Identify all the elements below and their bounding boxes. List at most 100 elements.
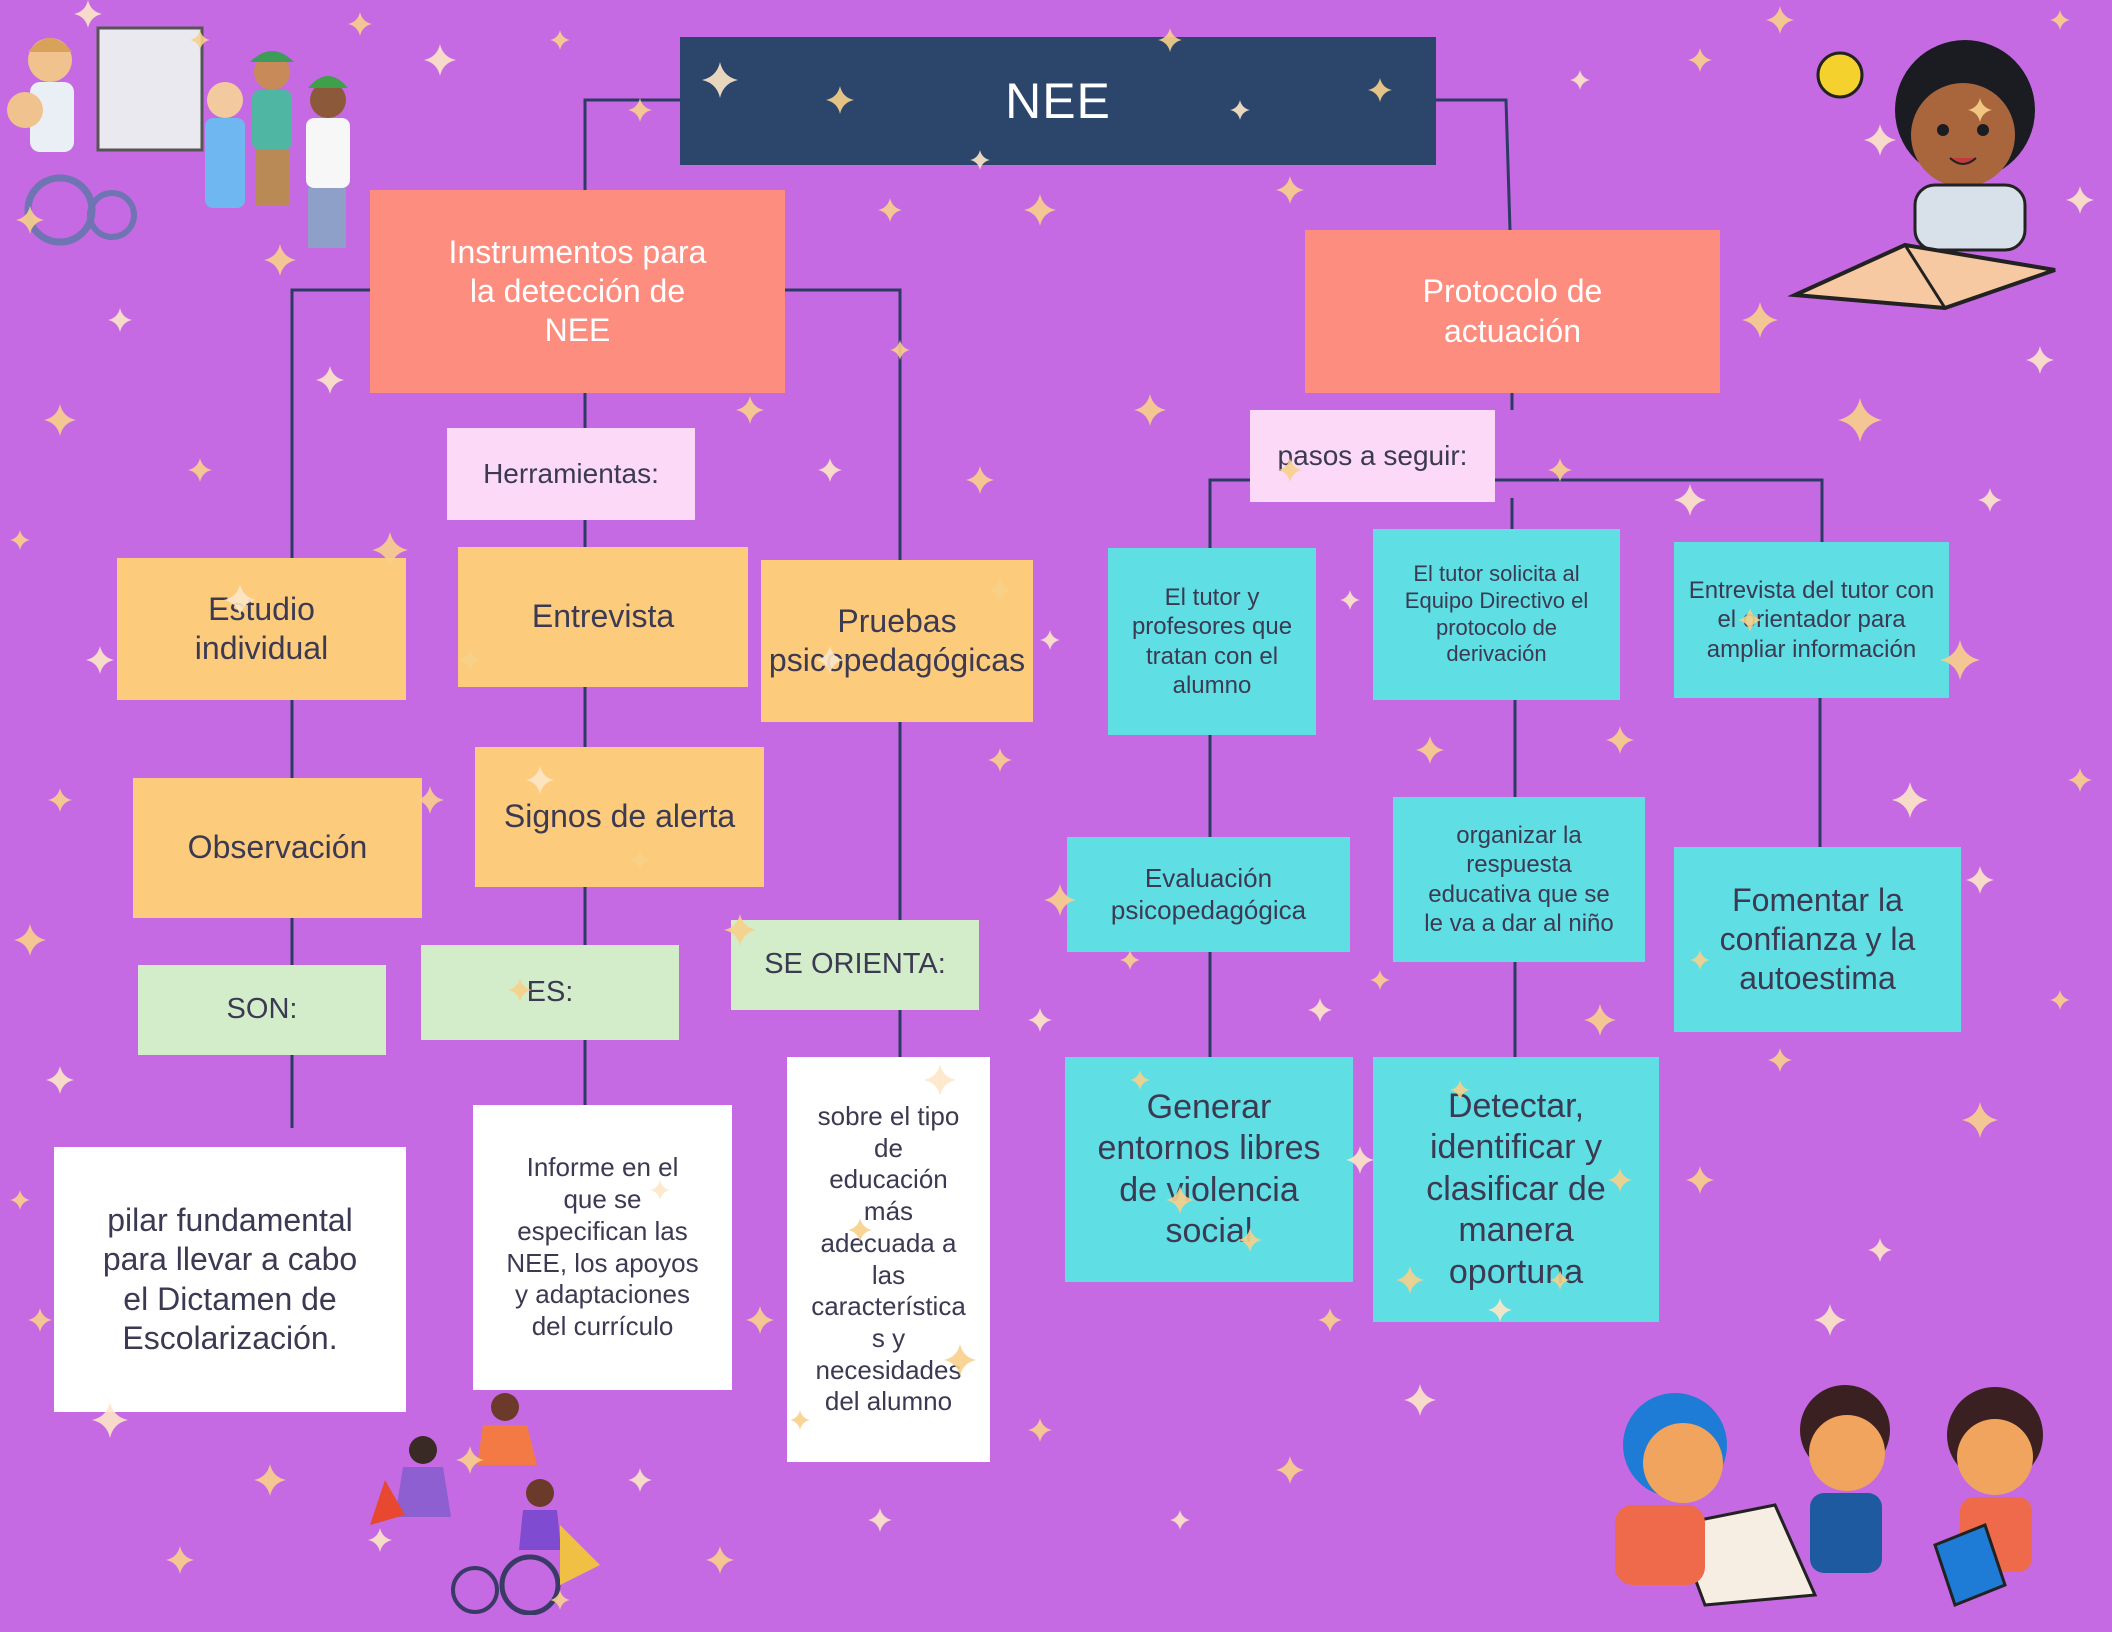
- sparkle-icon: [16, 206, 44, 234]
- sparkle-icon: [1738, 608, 1762, 632]
- sparkle-icon: [526, 766, 554, 794]
- sparkle-icon: [706, 1546, 734, 1574]
- sparkle-icon: [1868, 1238, 1892, 1262]
- sparkle-icon: [2026, 346, 2054, 374]
- girl-idea-reading-illustration: [1787, 40, 2056, 310]
- node-se-orienta-text: sobre el tipo de educación más adecuada …: [787, 1057, 990, 1462]
- sparkle-icon: [1550, 1270, 1570, 1290]
- sparkle-icon: [1130, 1070, 1150, 1090]
- sparkle-icon: [1940, 640, 1980, 680]
- label-son: SON:: [138, 965, 386, 1055]
- sparkle-icon: [254, 1464, 286, 1496]
- sparkle-icon: [1966, 866, 1994, 894]
- sparkle-icon: [924, 1064, 956, 1096]
- sparkle-icon: [86, 646, 114, 674]
- sparkle-icon: [1962, 1102, 1998, 1138]
- sparkle-icon: [1892, 782, 1928, 818]
- sparkle-icon: [1276, 176, 1304, 204]
- sparkle-icon: [1170, 1510, 1190, 1530]
- sparkle-icon: [816, 646, 844, 674]
- node-observacion: Observación: [133, 778, 422, 918]
- sparkle-icon: [1570, 70, 1590, 90]
- sparkle-icon: [826, 86, 854, 114]
- sparkle-icon: [988, 578, 1012, 602]
- sparkle-icon: [966, 466, 994, 494]
- sparkle-icon: [1024, 194, 1056, 226]
- sparkle-icon: [1276, 1456, 1304, 1484]
- sparkle-icon: [348, 12, 372, 36]
- sparkle-icon: [1368, 78, 1392, 102]
- sparkle-icon: [1230, 100, 1250, 120]
- sparkle-icon: [1278, 458, 1302, 482]
- node-evaluacion: Evaluación psicopedagógica: [1067, 837, 1350, 952]
- sparkle-icon: [736, 396, 764, 424]
- sparkle-icon: [368, 1528, 392, 1552]
- sparkle-icon: [1238, 1228, 1262, 1252]
- sparkle-icon: [550, 1590, 570, 1610]
- sparkle-icon: [1766, 6, 1794, 34]
- node-tutor-solicita: El tutor solicita al Equipo Directivo el…: [1373, 529, 1620, 700]
- kids-reading-illustration: [1615, 1385, 2043, 1607]
- label-pasos: pasos a seguir:: [1250, 410, 1495, 502]
- sparkle-icon: [1742, 302, 1778, 338]
- sparkle-icon: [1166, 1186, 1194, 1214]
- sparkle-icon: [1814, 1304, 1846, 1336]
- sparkle-icon: [14, 924, 46, 956]
- sparkle-icon: [1404, 1384, 1436, 1416]
- sparkle-icon: [456, 1446, 484, 1474]
- node-signos-alerta: Signos de alerta: [475, 747, 764, 887]
- sparkle-icon: [1158, 28, 1182, 52]
- sparkle-icon: [1370, 970, 1390, 990]
- sparkle-icon: [628, 1468, 652, 1492]
- sparkle-icon: [1028, 1008, 1052, 1032]
- node-instrumentos: Instrumentos para la detección de NEE: [370, 190, 785, 393]
- sparkle-icon: [2050, 990, 2070, 1010]
- sparkle-icon: [48, 788, 72, 812]
- children-classroom-illustration: [7, 26, 350, 248]
- sparkle-icon: [2050, 10, 2070, 30]
- sparkle-icon: [628, 98, 652, 122]
- sparkle-icon: [264, 244, 296, 276]
- sparkle-icon: [1606, 726, 1634, 754]
- sparkle-icon: [1346, 1146, 1374, 1174]
- node-es-text: Informe en el que se especifican las NEE…: [473, 1105, 732, 1390]
- sparkle-icon: [2066, 186, 2094, 214]
- sparkle-icon: [746, 1306, 774, 1334]
- sparkle-icon: [188, 458, 212, 482]
- diagram-title: NEE: [680, 37, 1436, 165]
- sparkle-icon: [1450, 1080, 1470, 1100]
- sparkle-icon: [508, 978, 532, 1002]
- sparkle-icon: [878, 198, 902, 222]
- sparkle-icon: [166, 1546, 194, 1574]
- sparkle-icon: [1690, 950, 1710, 970]
- sparkle-icon: [224, 584, 256, 616]
- node-protocolo: Protocolo de actuación: [1305, 230, 1720, 393]
- node-pruebas: Pruebas psicopedagógicas: [761, 560, 1033, 722]
- sparkle-icon: [74, 0, 102, 28]
- sparkle-icon: [10, 1190, 30, 1210]
- node-fomentar: Fomentar la confianza y la autoestima: [1674, 847, 1961, 1032]
- sparkle-icon: [848, 1218, 872, 1242]
- sparkle-icon: [1044, 884, 1076, 916]
- sparkle-icon: [1028, 1418, 1052, 1442]
- sparkle-icon: [650, 1180, 670, 1200]
- sparkle-icon: [1548, 458, 1572, 482]
- sparkle-icon: [1308, 998, 1332, 1022]
- label-herramientas: Herramientas:: [447, 428, 695, 520]
- sparkle-icon: [424, 44, 456, 76]
- sparkle-icon: [550, 30, 570, 50]
- label-se-orienta: SE ORIENTA:: [731, 920, 979, 1010]
- sparkle-icon: [630, 850, 650, 870]
- sparkle-icon: [1968, 98, 1992, 122]
- node-son-text: pilar fundamental para llevar a cabo el …: [54, 1147, 406, 1412]
- sparkle-icon: [988, 748, 1012, 772]
- sparkle-icon: [1396, 1266, 1424, 1294]
- sparkle-icon: [1120, 950, 1140, 970]
- sparkle-icon: [1608, 1168, 1632, 1192]
- node-detectar: Detectar, identificar y clasificar de ma…: [1373, 1057, 1659, 1322]
- sparkle-icon: [1134, 394, 1166, 426]
- sparkle-icon: [10, 530, 30, 550]
- sparkle-icon: [92, 1402, 128, 1438]
- sparkle-icon: [1488, 1298, 1512, 1322]
